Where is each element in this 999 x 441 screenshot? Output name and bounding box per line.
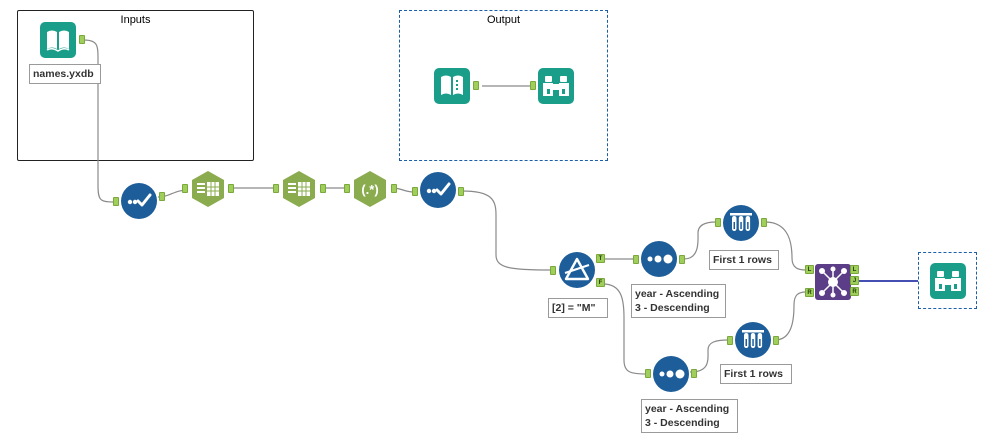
join-join-output-anchor[interactable]: J <box>850 276 859 285</box>
select-tool[interactable] <box>120 182 158 220</box>
ttc1-input-anchor[interactable] <box>182 184 188 193</box>
ttc2-input-anchor[interactable] <box>273 184 279 193</box>
filter-false-anchor[interactable]: F <box>596 278 605 287</box>
browse-tool-output[interactable] <box>537 67 575 105</box>
ttc2-output-anchor[interactable] <box>320 184 326 193</box>
sort-tool-bottom[interactable] <box>652 355 690 393</box>
select2-input-anchor[interactable] <box>412 187 418 196</box>
filter-tool[interactable] <box>558 251 596 289</box>
sample-top-output-anchor[interactable] <box>761 218 767 227</box>
sort-bottom-line2: 3 - Descending <box>645 417 720 429</box>
join-tool[interactable] <box>814 263 852 301</box>
text-input-tool[interactable] <box>433 67 471 105</box>
text-to-columns-tool-2[interactable] <box>280 170 318 208</box>
text-input-output-anchor[interactable] <box>473 81 479 90</box>
sort-bottom-line1: year - Ascending <box>645 403 730 415</box>
sample-bottom-input-anchor[interactable] <box>727 336 733 345</box>
columns-icon <box>283 171 315 207</box>
sample-top-input-anchor[interactable] <box>715 218 721 227</box>
join-right-input-anchor[interactable]: R <box>805 288 814 297</box>
test-tubes-icon <box>735 322 771 358</box>
wire-sort-bottom-to-sample <box>689 339 729 373</box>
sort-top-line1: year - Ascending <box>635 288 720 300</box>
checkmark-icon <box>121 183 157 219</box>
filter-triangle-icon <box>559 252 595 288</box>
ttc1-output-anchor[interactable] <box>228 184 234 193</box>
input-output-anchor[interactable] <box>79 35 85 44</box>
regex-input-anchor[interactable] <box>344 184 350 193</box>
book-icon <box>434 68 470 104</box>
sort-bottom-output-anchor[interactable] <box>691 369 697 378</box>
browse-output-input-anchor[interactable] <box>530 81 536 90</box>
inputs-container-title: Inputs <box>120 14 151 26</box>
sort-dots-icon <box>641 241 677 277</box>
wire-select2-to-filter <box>461 190 551 271</box>
sample-tool-bottom[interactable] <box>734 321 772 359</box>
sort-dots-icon <box>653 356 689 392</box>
regex-tool[interactable]: (.*) <box>351 170 389 208</box>
wire-input-to-select <box>83 39 114 203</box>
join-left-input-anchor[interactable]: L <box>805 265 814 274</box>
join-right-output-anchor[interactable]: R <box>850 287 859 296</box>
book-icon <box>40 22 76 58</box>
regex-output-anchor[interactable] <box>391 184 397 193</box>
filter-expression-annotation: [2] = "M" <box>548 298 608 318</box>
sort-top-input-anchor[interactable] <box>633 255 639 264</box>
input-file-label: names.yxdb <box>33 68 94 80</box>
sample-top-annotation: First 1 rows <box>709 250 779 270</box>
output-container-title: Output <box>486 14 521 26</box>
columns-icon <box>192 171 224 207</box>
checkmark-icon <box>420 172 456 208</box>
input-file-annotation: names.yxdb <box>29 64 101 84</box>
select-output-anchor[interactable] <box>159 192 165 201</box>
wire-sample-top-to-join <box>764 221 807 271</box>
regex-icon: (.*) <box>354 171 386 207</box>
sample-bottom-output-anchor[interactable] <box>773 336 779 345</box>
sort-tool-top[interactable] <box>640 240 678 278</box>
select2-output-anchor[interactable] <box>458 187 464 196</box>
browse-selection-frame <box>918 252 977 309</box>
filter-input-anchor[interactable] <box>550 266 556 275</box>
sort-top-line2: 3 - Descending <box>635 302 710 314</box>
join-left-output-anchor[interactable]: L <box>850 265 859 274</box>
sort-top-annotation: year - Ascending 3 - Descending <box>631 284 726 318</box>
sample-tool-top[interactable] <box>722 204 760 242</box>
svg-text:(.*): (.*) <box>361 182 378 197</box>
join-icon <box>815 264 851 300</box>
filter-true-anchor[interactable]: T <box>596 254 605 263</box>
wire-filter-false-to-sort <box>602 283 647 375</box>
test-tubes-icon <box>723 205 759 241</box>
sample-bottom-label: First 1 rows <box>724 368 783 380</box>
text-to-columns-tool-1[interactable] <box>189 170 227 208</box>
sort-bottom-input-anchor[interactable] <box>645 369 651 378</box>
browse-tool-final[interactable] <box>929 262 967 300</box>
wire-sort-top-to-sample <box>683 221 717 260</box>
wire-sample-bottom-to-join <box>774 291 807 341</box>
sort-top-output-anchor[interactable] <box>679 255 685 264</box>
select-input-anchor[interactable] <box>113 197 119 206</box>
sort-bottom-annotation: year - Ascending 3 - Descending <box>641 399 738 433</box>
sample-top-label: First 1 rows <box>713 254 772 266</box>
binoculars-icon <box>930 263 966 299</box>
binoculars-icon <box>538 68 574 104</box>
input-data-tool[interactable] <box>39 21 77 59</box>
sample-bottom-annotation: First 1 rows <box>720 364 792 384</box>
filter-expression-label: [2] = "M" <box>552 302 596 314</box>
select-tool-2[interactable] <box>419 171 457 209</box>
